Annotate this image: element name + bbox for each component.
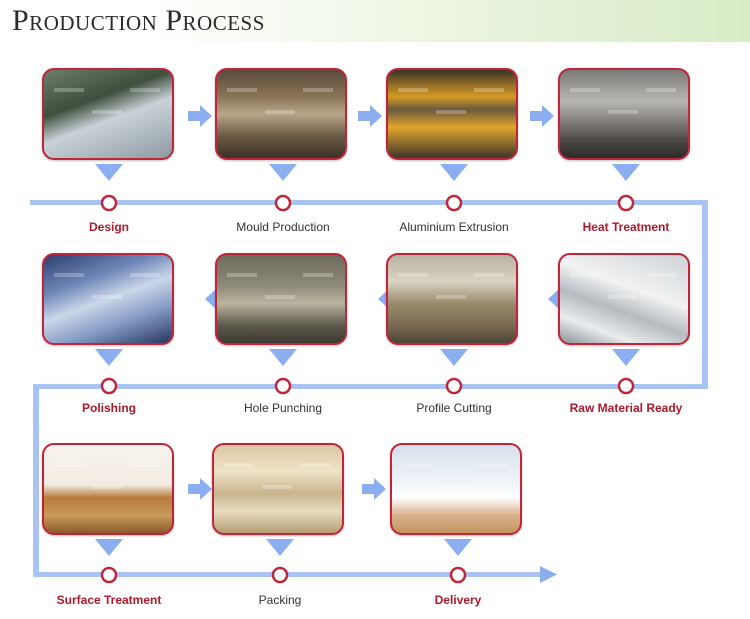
step-node xyxy=(445,194,463,212)
down-arrow-icon xyxy=(444,539,472,556)
logistics-photo xyxy=(390,443,522,535)
photo-detail xyxy=(303,273,333,277)
photo-detail xyxy=(130,273,160,277)
step-node xyxy=(445,377,463,395)
flow-line-right-connector xyxy=(702,200,708,388)
step-label: Profile Cutting xyxy=(416,401,492,415)
step-node xyxy=(617,194,635,212)
step-label: Surface Treatment xyxy=(56,593,162,607)
photo-detail xyxy=(265,295,295,299)
flow-end-arrowhead xyxy=(540,566,557,583)
down-arrow-icon xyxy=(269,349,297,366)
flow-line-left-connector xyxy=(33,384,39,577)
photo-detail xyxy=(92,485,122,489)
photo-detail xyxy=(227,273,257,277)
step-node xyxy=(274,194,292,212)
down-arrow-icon xyxy=(95,539,123,556)
photo-detail xyxy=(608,295,638,299)
step-label: Heat Treatment xyxy=(582,220,670,234)
photo-detail xyxy=(440,485,470,489)
arrow-right-icon xyxy=(188,105,212,127)
photo-detail xyxy=(265,110,295,114)
photo-detail xyxy=(130,463,160,467)
step-node xyxy=(271,566,289,584)
cutting-machine-photo xyxy=(386,253,518,345)
arrow-right-icon xyxy=(362,478,386,500)
photo-detail xyxy=(303,88,333,92)
photo-detail xyxy=(300,463,330,467)
photo-detail xyxy=(436,295,466,299)
down-arrow-icon xyxy=(266,539,294,556)
photo-detail xyxy=(262,485,292,489)
flow-line-row-1 xyxy=(30,200,705,205)
step-node xyxy=(617,377,635,395)
punch-press-photo xyxy=(215,253,347,345)
extrusion-line-photo xyxy=(386,68,518,160)
photo-detail xyxy=(92,110,122,114)
flow-line-row-2 xyxy=(35,384,708,389)
step-label: Packing xyxy=(258,593,302,607)
step-node xyxy=(100,566,118,584)
down-arrow-icon xyxy=(440,349,468,366)
step-node xyxy=(449,566,467,584)
photo-detail xyxy=(398,88,428,92)
step-label: Design xyxy=(88,220,129,234)
photo-detail xyxy=(474,88,504,92)
photo-detail xyxy=(646,273,676,277)
photo-detail xyxy=(130,88,160,92)
arrow-right-icon xyxy=(530,105,554,127)
photo-detail xyxy=(646,88,676,92)
photo-detail xyxy=(474,273,504,277)
step-node xyxy=(274,377,292,395)
photo-detail xyxy=(54,88,84,92)
step-node xyxy=(100,194,118,212)
photo-detail xyxy=(608,110,638,114)
down-arrow-icon xyxy=(95,349,123,366)
photo-detail xyxy=(224,463,254,467)
arrow-right-icon xyxy=(188,478,212,500)
down-arrow-icon xyxy=(95,164,123,181)
arrow-right-icon xyxy=(358,105,382,127)
page-title: Production Process xyxy=(12,4,265,37)
step-label: Aluminium Extrusion xyxy=(399,220,509,234)
photo-detail xyxy=(570,88,600,92)
worker-at-desk-photo xyxy=(42,68,174,160)
photo-detail xyxy=(402,463,432,467)
packed-profiles-photo xyxy=(212,443,344,535)
down-arrow-icon xyxy=(440,164,468,181)
header-banner: Production Process xyxy=(0,0,750,42)
photo-detail xyxy=(92,295,122,299)
photo-detail xyxy=(227,88,257,92)
step-label: Delivery xyxy=(434,593,482,607)
step-label: Polishing xyxy=(82,401,136,415)
step-label: Raw Material Ready xyxy=(569,401,683,415)
photo-detail xyxy=(54,463,84,467)
polishing-photo xyxy=(42,253,174,345)
photo-detail xyxy=(478,463,508,467)
photo-detail xyxy=(436,110,466,114)
finish-samples-photo xyxy=(42,443,174,535)
mould-machine-photo xyxy=(215,68,347,160)
photo-detail xyxy=(570,273,600,277)
down-arrow-icon xyxy=(612,349,640,366)
down-arrow-icon xyxy=(269,164,297,181)
step-label: Hole Punching xyxy=(243,401,323,415)
heat-furnace-photo xyxy=(558,68,690,160)
step-label: Mould Production xyxy=(236,220,330,234)
aluminium-profiles-photo xyxy=(558,253,690,345)
photo-detail xyxy=(398,273,428,277)
step-node xyxy=(100,377,118,395)
down-arrow-icon xyxy=(612,164,640,181)
photo-detail xyxy=(54,273,84,277)
